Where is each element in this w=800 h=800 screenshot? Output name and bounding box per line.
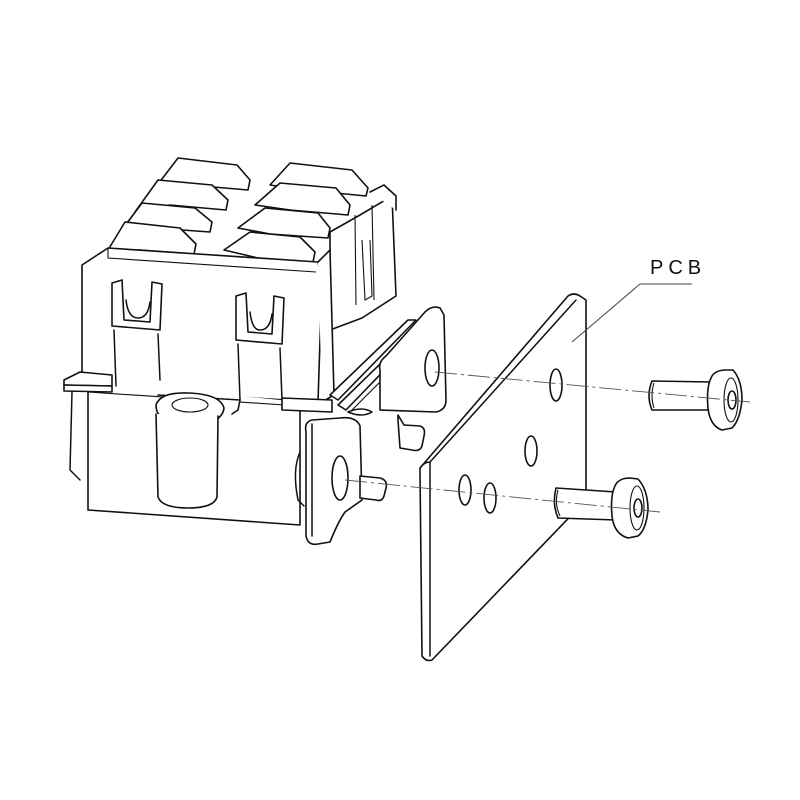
pcb-leader-line xyxy=(571,283,692,343)
center-lines xyxy=(344,371,751,513)
pcb-label: PCB xyxy=(650,257,707,279)
connector-housing xyxy=(63,157,397,526)
mounting-bracket xyxy=(294,306,447,546)
screw-upper xyxy=(648,369,743,431)
